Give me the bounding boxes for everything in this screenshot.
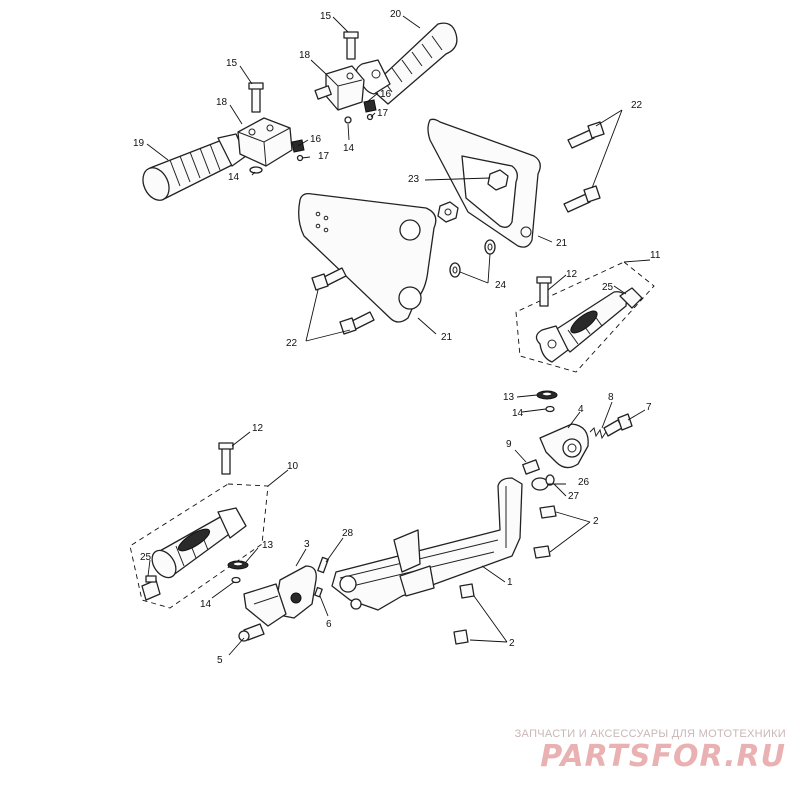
pin-28 xyxy=(317,556,329,574)
label-19: 19 xyxy=(133,138,145,149)
bolt-2-d xyxy=(453,629,469,645)
clip-13-left xyxy=(227,560,249,584)
label-14-right: 14 xyxy=(512,408,524,419)
label-24: 24 xyxy=(495,280,507,291)
label-21-lower: 21 xyxy=(441,332,453,343)
bolt-2-b xyxy=(533,545,551,559)
clip-13-right xyxy=(536,390,558,413)
label-18-left: 18 xyxy=(216,97,228,108)
label-17-upper: 17 xyxy=(377,108,389,119)
label-27: 27 xyxy=(568,491,580,502)
footpeg-bracket-18-left xyxy=(237,117,293,167)
watermark: ЗАПЧАСТИ И АКСЕССУАРЫ ДЛЯ МОТОТЕХНИКИ PA… xyxy=(486,728,786,774)
label-15-left: 15 xyxy=(226,58,238,69)
label-28: 28 xyxy=(342,528,354,539)
label-1: 1 xyxy=(507,577,513,588)
washer-14-lower-left xyxy=(231,576,241,584)
label-13-left: 13 xyxy=(262,540,274,551)
bolt-7 xyxy=(603,413,633,437)
label-17-left: 17 xyxy=(318,151,330,162)
washer-24 xyxy=(449,239,496,278)
leader-lines xyxy=(146,15,651,656)
washer-14-right xyxy=(545,405,555,413)
bolt-22-upper-a xyxy=(567,121,605,149)
footpeg-bracket-18-upper xyxy=(314,65,365,111)
label-18-upper: 18 xyxy=(299,50,311,61)
nut-23 xyxy=(437,169,509,223)
pin-15-upper xyxy=(343,31,359,60)
bolt-2-c xyxy=(459,583,475,599)
label-6: 6 xyxy=(326,619,332,630)
heel-plate-21-lower xyxy=(298,192,437,323)
label-25-right: 25 xyxy=(602,282,614,293)
washer-14-upper xyxy=(344,116,352,124)
label-3: 3 xyxy=(304,539,310,550)
label-11: 11 xyxy=(650,250,661,261)
heel-plate-21-upper xyxy=(427,118,541,248)
footpeg-bracket-4 xyxy=(539,423,589,469)
part-labels: 20 15 18 16 17 14 15 18 16 17 14 19 22 2… xyxy=(133,9,661,666)
bolt-22-lower-a xyxy=(311,267,347,291)
label-14-upper: 14 xyxy=(343,143,355,154)
bolt-5 xyxy=(238,623,265,642)
label-14-lower-left: 14 xyxy=(200,599,212,610)
label-2-lower: 2 xyxy=(509,638,515,649)
pin-15-left xyxy=(248,82,264,113)
bolt-25-left xyxy=(141,575,161,601)
pin-12-right xyxy=(536,276,552,307)
label-16-left: 16 xyxy=(310,134,322,145)
label-8: 8 xyxy=(608,392,614,403)
footpeg-bracket-3 xyxy=(243,565,317,627)
footpeg-assembly-11 xyxy=(515,261,655,373)
label-22-lower: 22 xyxy=(286,338,298,349)
footpeg-rubber-19 xyxy=(142,133,247,201)
label-7: 7 xyxy=(646,402,652,413)
spring-8 xyxy=(589,427,607,440)
label-22-upper: 22 xyxy=(631,100,643,111)
bolt-2-a xyxy=(539,505,557,519)
main-bracket-1 xyxy=(331,477,523,611)
label-23: 23 xyxy=(408,174,420,185)
bushing-27 xyxy=(545,474,555,486)
label-20: 20 xyxy=(390,9,402,20)
label-21-upper: 21 xyxy=(556,238,568,249)
bolt-22-upper-b xyxy=(563,185,601,213)
washer-14-left xyxy=(249,166,263,174)
pin-6 xyxy=(314,586,323,598)
label-5: 5 xyxy=(217,655,223,666)
bushing-9 xyxy=(522,459,540,475)
label-12-left: 12 xyxy=(252,423,264,434)
bolt-22-lower-b xyxy=(339,311,375,335)
spring-16-upper xyxy=(344,99,377,124)
bolt-25-right xyxy=(619,287,643,309)
pin-12-left xyxy=(218,442,234,475)
label-15-upper: 15 xyxy=(320,11,332,22)
label-2-upper: 2 xyxy=(593,516,599,527)
label-9: 9 xyxy=(506,439,512,450)
label-4: 4 xyxy=(578,404,584,415)
footpeg-rubber-20 xyxy=(355,22,458,105)
label-14-left: 14 xyxy=(228,172,240,183)
label-16-upper: 16 xyxy=(380,89,392,100)
label-26: 26 xyxy=(578,477,590,488)
label-25-left: 25 xyxy=(140,552,152,563)
watermark-tagline: ЗАПЧАСТИ И АКСЕССУАРЫ ДЛЯ МОТОТЕХНИКИ xyxy=(514,728,786,740)
label-12-right: 12 xyxy=(566,269,578,280)
watermark-logo: PARTSFOR.RU xyxy=(540,739,786,774)
label-13-right: 13 xyxy=(503,392,515,403)
label-10: 10 xyxy=(287,461,299,472)
